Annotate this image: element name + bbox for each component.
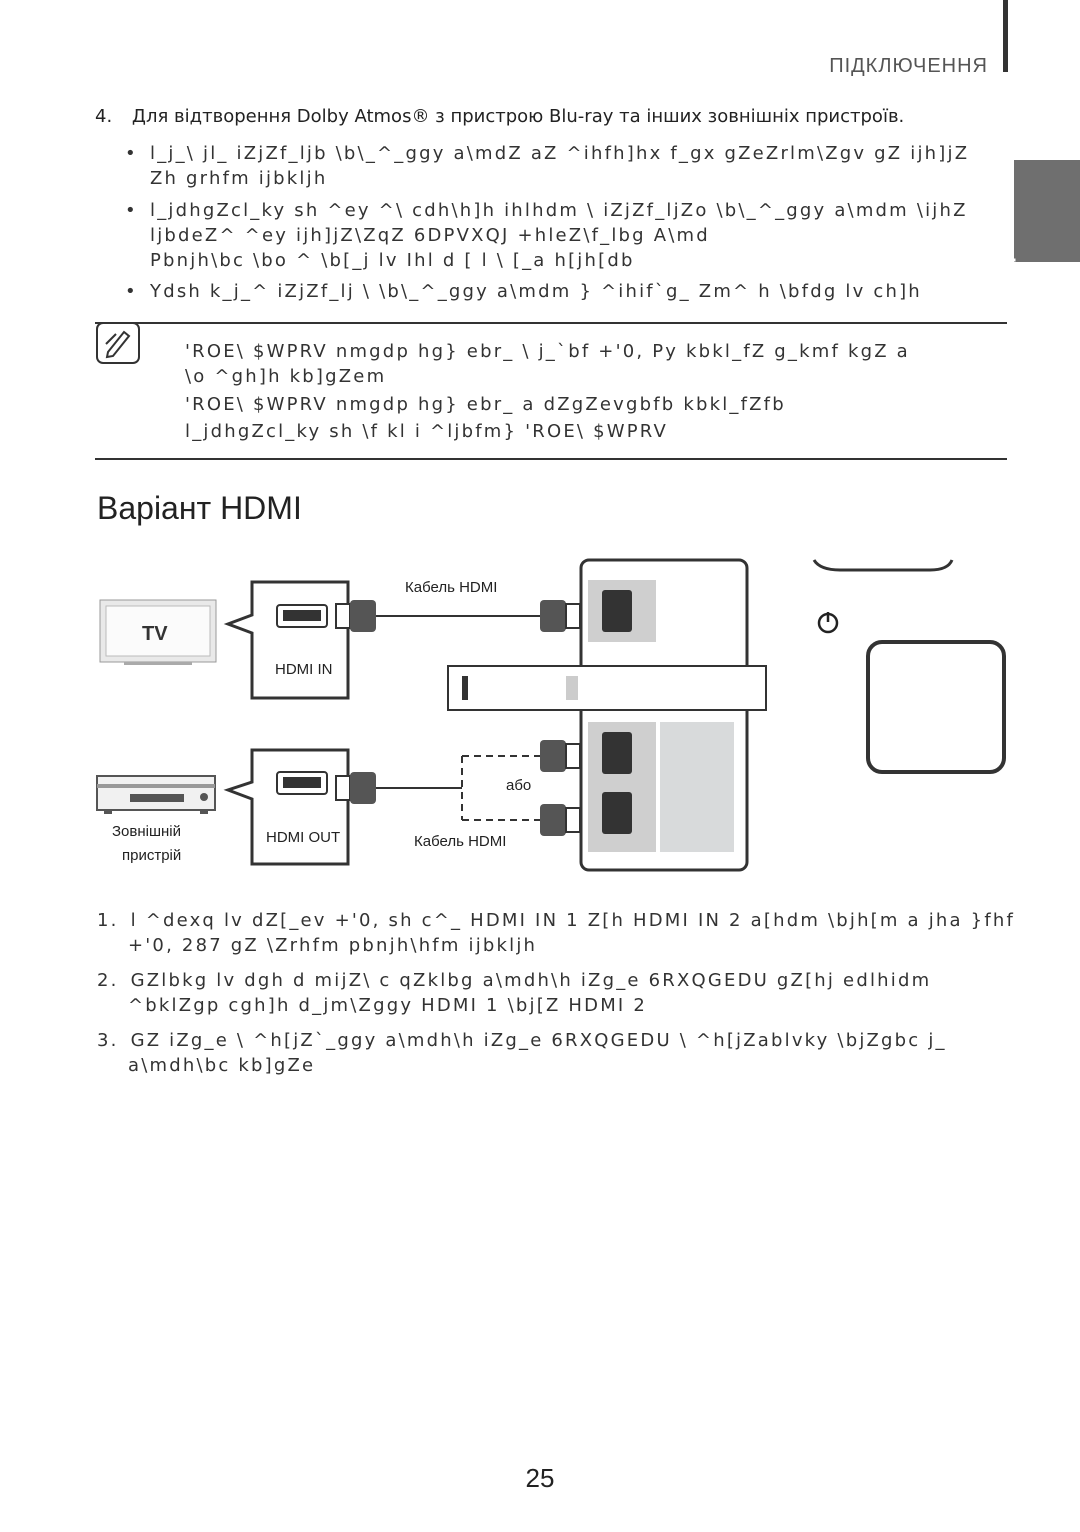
step-4: 4. Для відтворення Dolby Atmos® з пристр… bbox=[95, 106, 904, 127]
hdmi-cable-top: Кабель HDMI bbox=[335, 579, 581, 632]
note-pencil-icon bbox=[96, 322, 140, 364]
tv-illustration: TV bbox=[99, 599, 217, 665]
note-line: 'ROE\ $WPRV nmgdp hg} ebr_ a dZgZevgbfb … bbox=[185, 394, 786, 415]
power-icon bbox=[817, 612, 839, 634]
device-label-line2: пристрій bbox=[122, 847, 181, 864]
instruction-item: 2.GZlbkg lv dgh d mijZ\ c qZklbg a\mdh\h… bbox=[97, 970, 932, 991]
instruction-item: a\mdh\bc kb]gZe bbox=[128, 1055, 316, 1076]
note-line: 'ROE\ $WPRV nmgdp hg} ebr_ \ j_`bf +'0, … bbox=[185, 341, 910, 362]
instruction-item: 1.l ^dexq lv dZ[_ev +'0, sh c^_ HDMI IN … bbox=[97, 910, 1016, 931]
note-line: l_jdhgZcl_ky sh \f kl i ^ljbfm} 'ROE\ $W… bbox=[185, 421, 669, 442]
language-tab-label: UKR bbox=[986, 256, 1022, 324]
hdmi-in-label: HDMI IN bbox=[275, 661, 333, 678]
hdmi-in-callout: HDMI IN bbox=[223, 580, 350, 700]
hdmi-out-label: HDMI OUT bbox=[266, 829, 340, 846]
instruction-item: ^bklZgp cgh]h d_jm\Zggy HDMI 1 \bj[Z HDM… bbox=[128, 995, 648, 1016]
step-number: 4. bbox=[95, 106, 113, 127]
page-header-title: ПІДКЛЮЧЕННЯ bbox=[829, 55, 988, 77]
soundbar-panel bbox=[447, 558, 767, 872]
hdmi-cable-bottom: або Кабель HDMI bbox=[335, 740, 581, 850]
cable-bottom-label: Кабель HDMI bbox=[414, 833, 506, 850]
device-label-line1: Зовнішній bbox=[112, 823, 181, 840]
instruction-item: +'0, 287 gZ \Zrhfm pbnjh\hfm ijbkljh bbox=[128, 935, 538, 956]
instruction-item: 3.GZ iZg_e \ ^h[jZ`_ggy a\mdh\h iZg_e 6R… bbox=[97, 1030, 947, 1051]
tv-label: TV bbox=[142, 623, 168, 645]
header-divider bbox=[1003, 0, 1008, 72]
external-device-illustration: Зовнішній пристрій bbox=[96, 775, 216, 864]
note-top-rule bbox=[95, 322, 1007, 324]
note-bottom-rule bbox=[95, 458, 1007, 460]
page-number: 25 bbox=[525, 1463, 555, 1493]
remote-illustration bbox=[812, 559, 1006, 774]
or-label: або bbox=[506, 777, 531, 794]
cable-top-label: Кабель HDMI bbox=[405, 579, 497, 596]
section-title: Варіант HDMI bbox=[97, 490, 302, 526]
note-line: \o ^gh]h kb]gZem bbox=[185, 366, 387, 387]
language-tab: UKR bbox=[986, 160, 1080, 324]
connection-diagram: TV HDMI IN Кабель HDMI bbox=[96, 558, 1006, 872]
hdmi-out-callout: HDMI OUT bbox=[223, 748, 350, 866]
step-text: Для відтворення Dolby Atmos® з пристрою … bbox=[131, 106, 905, 127]
